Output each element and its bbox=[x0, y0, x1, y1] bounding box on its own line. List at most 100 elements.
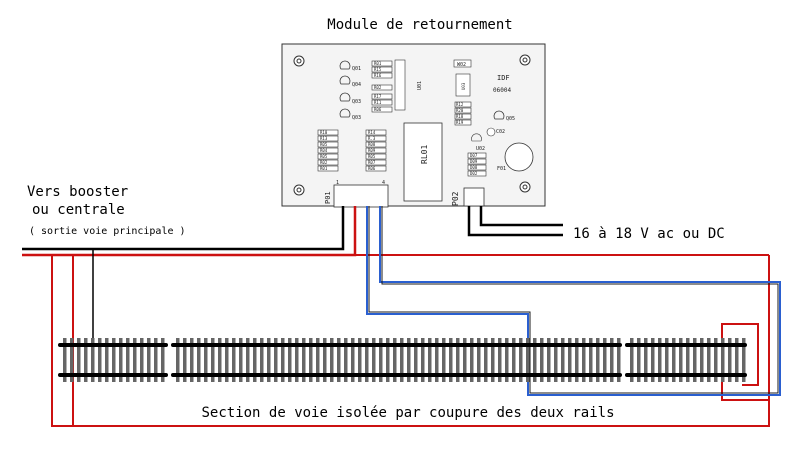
power-supply-label: 16 à 18 V ac ou DC bbox=[573, 226, 725, 242]
track-sleeper bbox=[540, 338, 544, 382]
connector-p01 bbox=[333, 184, 389, 208]
r-top-3: R16 bbox=[374, 73, 382, 78]
track-sleeper bbox=[421, 338, 425, 382]
track-sleeper bbox=[204, 338, 208, 382]
r-left-1: R10 bbox=[320, 130, 328, 135]
r-top-2: R15 bbox=[374, 67, 382, 72]
track-sleeper bbox=[735, 338, 739, 382]
track-sleeper bbox=[183, 338, 187, 382]
track-sleeper bbox=[665, 338, 669, 382]
track-sleeper bbox=[477, 338, 481, 382]
r-center-6: R07 bbox=[368, 160, 376, 165]
r-mid-4: R19 bbox=[456, 120, 464, 125]
r-left-6: R02 bbox=[320, 160, 328, 165]
track-sleeper bbox=[309, 338, 313, 382]
track-sleeper bbox=[407, 338, 411, 382]
track-sleeper bbox=[428, 338, 432, 382]
relay-rl01 bbox=[403, 122, 443, 202]
track-sleeper bbox=[154, 338, 158, 382]
track-sleeper bbox=[161, 338, 165, 382]
track-sleeper bbox=[435, 338, 439, 382]
track-sleeper bbox=[344, 338, 348, 382]
track-sleeper bbox=[603, 338, 607, 382]
booster-note: ( sortie voie principale ) bbox=[29, 226, 186, 237]
track-sleeper bbox=[742, 338, 746, 382]
track-sleeper bbox=[414, 338, 418, 382]
pin1-label: 1 bbox=[336, 180, 339, 186]
track-sleeper bbox=[617, 338, 621, 382]
track-sleeper bbox=[470, 338, 474, 382]
r-center-1: R14 bbox=[368, 130, 376, 135]
track-sleeper bbox=[547, 338, 551, 382]
d-2: D09 bbox=[470, 159, 478, 164]
track-sleeper bbox=[197, 338, 201, 382]
track-sleeper bbox=[721, 338, 725, 382]
track-sleeper bbox=[728, 338, 732, 382]
track-sleeper bbox=[98, 338, 102, 382]
track-sleeper bbox=[176, 338, 180, 382]
track-sleeper bbox=[707, 338, 711, 382]
track-sleeper bbox=[512, 338, 516, 382]
r-left-7: R01 bbox=[320, 166, 328, 171]
main-line-wires bbox=[22, 206, 770, 427]
d-1: D07 bbox=[470, 153, 478, 158]
r-center-4: R09 bbox=[368, 148, 376, 153]
track-sleeper bbox=[589, 338, 593, 382]
track-sleeper bbox=[651, 338, 655, 382]
track-sleeper bbox=[693, 338, 697, 382]
track-sleeper bbox=[637, 338, 641, 382]
track-sleeper bbox=[526, 338, 530, 382]
track-sleeper bbox=[77, 338, 81, 382]
track-sleeper bbox=[253, 338, 257, 382]
track-sleeper bbox=[274, 338, 278, 382]
track-sleeper bbox=[91, 338, 95, 382]
track-sleeper bbox=[147, 338, 151, 382]
connector-p02 bbox=[463, 187, 485, 207]
r-center-3: R08 bbox=[368, 142, 376, 147]
booster-label-line2: ou centrale bbox=[32, 202, 125, 218]
track-sleeper bbox=[672, 338, 676, 382]
r-top-1: R01 bbox=[374, 61, 382, 66]
q03-label: Q03 bbox=[352, 99, 361, 105]
f01-label: F01 bbox=[497, 166, 506, 172]
q03b-label: Q03 bbox=[352, 115, 361, 121]
ref-label: 06004 bbox=[493, 87, 511, 94]
track-sleeper bbox=[442, 338, 446, 382]
track-sleeper bbox=[610, 338, 614, 382]
r-left-4: R04 bbox=[320, 148, 328, 153]
track-sleeper bbox=[463, 338, 467, 382]
c02-label: C02 bbox=[496, 129, 505, 135]
reversing-module-board: Q01 Q04 Q03 Q03 Q05 R01 R15 R16 R02 R17 … bbox=[281, 43, 546, 208]
q04-label: Q04 bbox=[352, 82, 361, 88]
track-sleeper bbox=[323, 338, 327, 382]
track-sleeper bbox=[386, 338, 390, 382]
mounting-holes bbox=[293, 54, 531, 196]
diagram-title: Module de retournement bbox=[327, 17, 512, 33]
track-sleeper bbox=[686, 338, 690, 382]
track-sleeper bbox=[484, 338, 488, 382]
track-sleeper bbox=[330, 338, 334, 382]
r-mid-3: R18 bbox=[456, 114, 464, 119]
w02-label: W02 bbox=[457, 62, 466, 68]
ic-u01 bbox=[394, 59, 406, 111]
track-sleeper bbox=[267, 338, 271, 382]
ic-u01-label: U01 bbox=[417, 81, 423, 90]
u03-label: U03 bbox=[461, 82, 466, 90]
track-sleeper bbox=[554, 338, 558, 382]
idf-label: IDF bbox=[497, 74, 510, 82]
track-sleeper bbox=[288, 338, 292, 382]
track-sleeper bbox=[239, 338, 243, 382]
track-sleeper bbox=[119, 338, 123, 382]
track-sleeper bbox=[246, 338, 250, 382]
track-sleeper bbox=[351, 338, 355, 382]
power-wires bbox=[467, 206, 563, 237]
track-sleeper bbox=[232, 338, 236, 382]
r-center-7: R06 bbox=[368, 166, 376, 171]
track-sleeper bbox=[295, 338, 299, 382]
q05-label: Q05 bbox=[506, 116, 515, 122]
r-top-4: R02 bbox=[374, 85, 382, 90]
track-sleeper bbox=[133, 338, 137, 382]
track-sleeper bbox=[714, 338, 718, 382]
p01-label: P01 bbox=[324, 191, 332, 204]
track-sleeper bbox=[84, 338, 88, 382]
